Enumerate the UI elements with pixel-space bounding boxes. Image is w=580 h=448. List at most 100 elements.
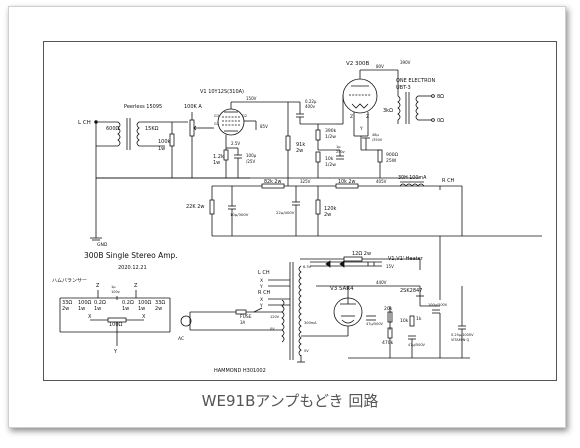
svg-text:2w: 2w (62, 306, 69, 312)
r91k-label: 91k (296, 142, 305, 148)
svg-text:X: X (260, 297, 263, 303)
out-0-label: 0Ω (437, 118, 444, 124)
svg-text:0V: 0V (270, 327, 275, 331)
svg-text:Z: Z (350, 114, 353, 120)
svg-text:120V: 120V (270, 315, 280, 319)
r22k-label: 22K 2w (186, 204, 205, 210)
fuse-v-label: 3A (240, 320, 246, 325)
h02-left-label: 0.2Ω (94, 300, 106, 306)
ac-label: AC (178, 336, 184, 342)
c022-label: 0.22μ (305, 99, 317, 104)
c-bypass-v-label: /350V (372, 138, 383, 142)
hum-balancer: ハムバランサー Z Z 1μ 100v 33Ω 2w 100Ω 1w 0.2Ω … (52, 278, 171, 355)
power-supply: 12Ω 2w V1,V1' Heater 15V L CH R CH X Y X… (178, 236, 474, 374)
h100-left-label: 100Ω (78, 300, 92, 306)
v2-tube: V2 300B 80V 390V Z Z Y 900Ω 25W 48μ /350… (336, 60, 411, 178)
q1-label: 2SK2847 (400, 288, 422, 294)
gnd-label: GND (97, 242, 108, 248)
in-ohm-label: 600Ω (106, 126, 120, 132)
h100-right-label: 100Ω (138, 300, 152, 306)
schematic-title: 300B Single Stereo Amp. (84, 251, 178, 260)
svg-text:G3: G3 (214, 114, 219, 118)
in-sec-label: 15KΩ (145, 126, 159, 132)
h33-right-label: 33Ω (155, 300, 165, 306)
svg-text:G2: G2 (242, 114, 247, 118)
svg-text:1w: 1w (94, 306, 101, 312)
svg-text:Y: Y (113, 349, 118, 355)
c022-v-label: 400v (305, 104, 316, 109)
v150-label: 150V (246, 96, 257, 101)
r10k-label: 10k (325, 156, 334, 162)
r1k-label: 1k (416, 316, 422, 322)
c1u-label: 1μ (336, 145, 341, 149)
r470k-label: 470k (382, 340, 394, 346)
c100u500-label: 100μ/500V (428, 303, 448, 307)
v80-label: 80V (376, 64, 384, 69)
r120k-w-label: 2w (324, 212, 331, 218)
vit-label: VITAMIN Q (451, 338, 469, 342)
v2-5-label: 2.5V (231, 141, 240, 146)
v390-label: 390V (400, 60, 411, 65)
v15-label: 15V (386, 264, 394, 269)
v440-label: 440V (376, 280, 387, 285)
figure-caption: WE91Bアンプもどき 回路 (201, 392, 379, 410)
c100u-v-label: /25V (246, 159, 255, 164)
c22u-label: 22μ/400V (276, 210, 295, 215)
interstage: 0.22μ 400v 91k 2w 390k 1/2w 10k 1/2w 1μ … (285, 99, 345, 186)
lch-in-label: L CH (78, 120, 91, 126)
c100u-label: 100μ (246, 153, 257, 158)
ot-name-label: ONE ELECTRON (396, 78, 435, 84)
rch2-label: R CH (258, 290, 271, 296)
hum-balancer-label: ハムバランサー (52, 278, 87, 284)
c-vit-label: 0.25μ/1000V (451, 333, 474, 337)
svg-text:X: X (260, 278, 263, 284)
svg-text:1w: 1w (78, 306, 85, 312)
c47u-label: 47μ/500V (366, 322, 384, 326)
power-rail: 82k 2w 325V 10k 2w 405V 30H 100mA R CH 2… (96, 175, 542, 237)
r82k-label: 82k 2w (264, 179, 281, 185)
out-8-label: 8Ω (437, 94, 444, 100)
r10k-w-label: 1/2w (325, 162, 336, 168)
svg-text:Z: Z (134, 283, 138, 289)
h02-right-label: 0.2Ω (122, 300, 134, 306)
ot-pri-label: 3kΩ (383, 108, 393, 114)
svg-text:X: X (142, 314, 146, 320)
choke-label: 30H 100mA (398, 175, 427, 181)
fuse-label: FUSE (240, 314, 252, 320)
power-transformer-label: HAMMOND H301002 (214, 368, 266, 374)
c10u-label: 10μ/300V (230, 212, 249, 217)
v2-label: V2 300B (346, 61, 370, 67)
svg-text:1w: 1w (122, 306, 129, 312)
svg-text:Y: Y (259, 284, 263, 290)
r1-2k-label: 1.2k (213, 154, 224, 160)
svg-text:5V: 5V (304, 349, 309, 353)
r390k-label: 390k (325, 128, 337, 134)
svg-text:Z: Z (366, 114, 369, 120)
svg-text:1w: 1w (138, 306, 145, 312)
svg-text:G1: G1 (214, 122, 219, 126)
c47u-2-label: 47μ/500V (408, 343, 426, 347)
c-bypass-label: 48μ (372, 133, 379, 137)
r390k-w-label: 1/2w (325, 134, 336, 140)
lch2-label: L CH (258, 270, 270, 276)
svg-text:2w: 2w (155, 306, 162, 312)
r100k-w-label: 1w (158, 146, 165, 152)
r900-w-label: 25W (386, 158, 397, 164)
v1-tube: V1 10Y12S(310A) G3 G1 G2 150V 85V 2.5V 1… (200, 89, 300, 178)
r20k-label: 20k (384, 306, 393, 312)
rch-label: R CH (442, 178, 455, 184)
svg-text:6.3V: 6.3V (303, 265, 312, 269)
ot-model-label: UBT-3 (396, 85, 411, 91)
input-section: L CH GND Peerless 15095 600Ω 15KΩ 100k 1… (78, 104, 250, 248)
v3-label: V3 5AR4 (330, 286, 354, 292)
input-transformer-label: Peerless 15095 (124, 104, 162, 110)
h33-left-label: 33Ω (62, 300, 72, 306)
v1-label: V1 10Y12S(310A) (200, 89, 244, 95)
h1u-label: 1μ (111, 285, 116, 289)
r12-label: 12Ω 2w (352, 251, 371, 257)
r91k-w-label: 2w (296, 148, 303, 154)
r120k-label: 120k (324, 206, 337, 212)
svg-text:Y: Y (359, 126, 363, 132)
volume-label: 100K A (184, 104, 202, 110)
